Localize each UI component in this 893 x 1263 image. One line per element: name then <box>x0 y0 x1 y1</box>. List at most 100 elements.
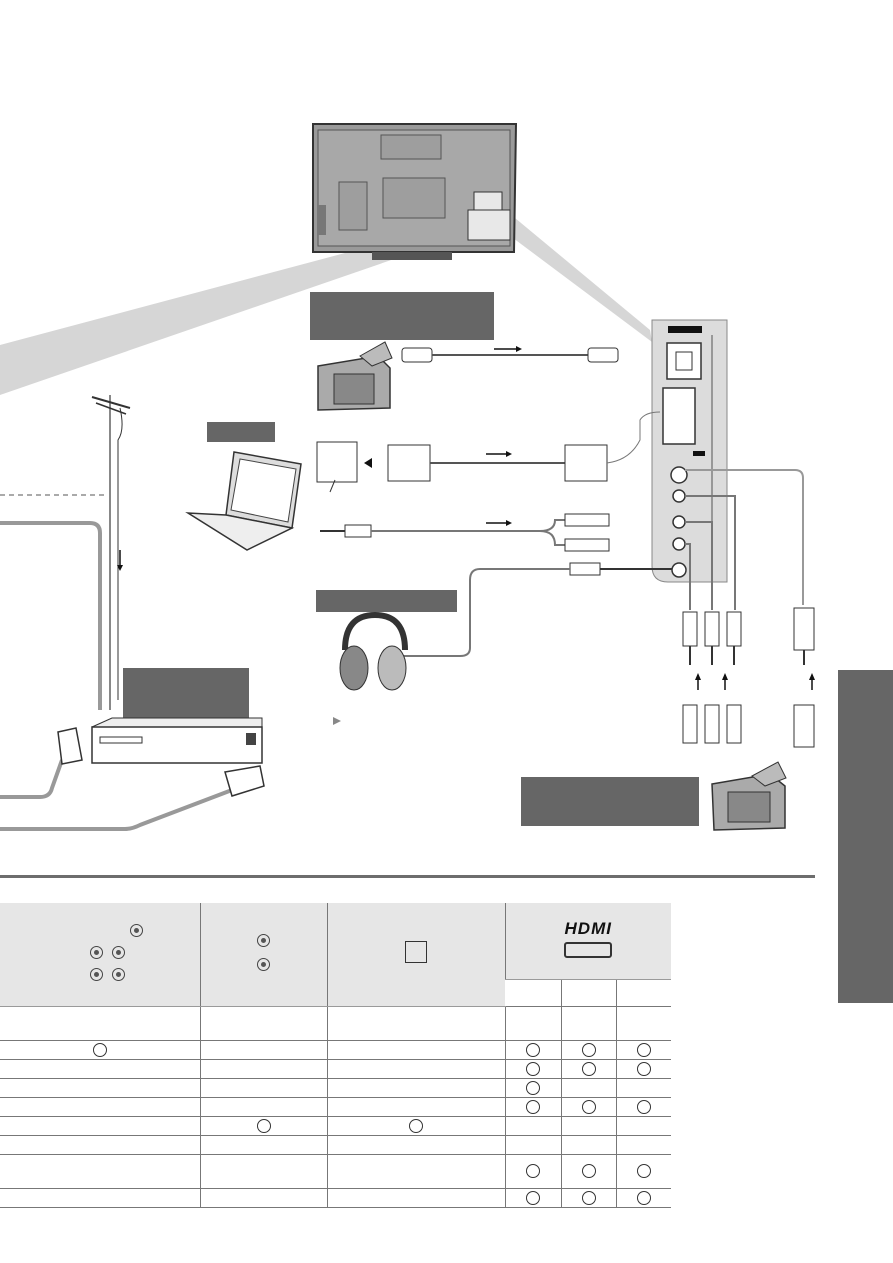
table-cell <box>504 1135 561 1155</box>
table-cell <box>326 1154 505 1189</box>
digital-audio-header <box>326 903 505 1007</box>
table-row <box>0 1188 672 1208</box>
table-cell <box>0 1097 200 1117</box>
table-cell <box>504 1078 561 1098</box>
camcorder-hdmi-icon <box>317 341 393 411</box>
section-side-tab <box>838 670 893 1003</box>
table-cell <box>504 1116 561 1136</box>
audio-cable-icon <box>320 513 610 552</box>
table-cell <box>0 1006 200 1041</box>
hdmi-port-icon <box>564 942 613 958</box>
composite-cables-icon <box>682 469 815 748</box>
hdmi-col-2 <box>560 979 616 1007</box>
jack-icon <box>90 945 103 959</box>
table-row <box>0 1059 672 1079</box>
table-cell <box>199 1135 327 1155</box>
tv-rear-panel-icon <box>312 123 518 260</box>
table-header-row: HDMI <box>0 903 672 1007</box>
table-cell <box>504 1097 561 1117</box>
table-cell <box>504 1006 561 1041</box>
circle-mark-icon <box>581 1042 596 1057</box>
headphones-icon <box>339 611 408 691</box>
hdmi-col-1 <box>505 979 561 1007</box>
pc-port <box>662 387 696 445</box>
camcorder-av-icon <box>711 761 787 831</box>
scart-cable-2 <box>0 788 233 831</box>
circle-mark-icon <box>526 1190 540 1205</box>
jack-icon <box>90 967 103 981</box>
section-divider <box>0 875 815 878</box>
table-cell <box>504 1040 561 1060</box>
vga-cable-icon <box>316 411 661 493</box>
table-subheader-row <box>0 979 672 1007</box>
table-cell <box>615 1188 672 1208</box>
table-cell <box>326 1097 505 1117</box>
circle-mark-icon <box>636 1099 651 1114</box>
circle-mark-icon <box>526 1164 540 1179</box>
circle-mark-icon <box>636 1061 651 1076</box>
table-cell <box>560 1097 616 1117</box>
label-box-headphones <box>316 590 457 612</box>
table-cell <box>504 1154 561 1189</box>
table-cell <box>199 1006 327 1041</box>
table-cell <box>199 1154 327 1189</box>
table-cell <box>560 1188 616 1208</box>
s-video-port <box>670 466 688 484</box>
table-cell <box>615 1116 672 1136</box>
label-box-pc <box>207 422 275 442</box>
table-cell <box>560 1135 616 1155</box>
hdmi-logo: HDMI <box>564 919 612 938</box>
zoom-beam-right <box>505 218 652 342</box>
circle-mark-icon <box>526 1042 540 1057</box>
circle-mark-icon <box>256 1118 271 1133</box>
circle-mark-icon <box>636 1164 651 1179</box>
jack-icon <box>112 967 125 981</box>
table-row <box>0 1006 672 1041</box>
table-row <box>0 1097 672 1117</box>
table-cell <box>199 1116 327 1136</box>
circle-mark-icon <box>636 1190 651 1205</box>
zoom-beam-left <box>0 225 455 395</box>
circle-mark-icon <box>581 1190 596 1205</box>
table-row <box>0 1116 672 1136</box>
table-cell <box>326 1116 505 1136</box>
table-cell <box>0 1135 200 1155</box>
circle-mark-icon <box>92 1042 107 1057</box>
table-cell <box>560 1059 616 1079</box>
table-cell <box>615 1097 672 1117</box>
table-cell <box>0 1078 200 1098</box>
optical-port-icon <box>405 941 427 963</box>
table-cell <box>326 1135 505 1155</box>
dvd-recorder-icon <box>91 717 263 764</box>
table-cell <box>0 1154 200 1189</box>
terminal-compatibility-table: HDMI <box>0 903 672 1208</box>
hdmi-header: HDMI <box>504 903 672 980</box>
circle-mark-icon <box>526 1061 540 1076</box>
audio-out-header <box>199 903 327 1007</box>
table-cell <box>199 1188 327 1208</box>
table-row <box>0 1078 672 1098</box>
table-row <box>0 1135 672 1155</box>
table-cell <box>326 1059 505 1079</box>
table-cell <box>0 1040 200 1060</box>
scart-plug-icon <box>57 727 265 797</box>
label-box-hdmi-equipment <box>310 292 494 340</box>
table-row <box>0 1040 672 1060</box>
jack-icon <box>112 945 125 959</box>
hdmi-cable-icon <box>401 346 619 363</box>
table-cell <box>199 1097 327 1117</box>
table-cell <box>615 1078 672 1098</box>
circle-mark-icon <box>526 1080 540 1095</box>
jack-icon <box>257 933 270 947</box>
table-cell <box>615 1059 672 1079</box>
table-cell <box>560 1078 616 1098</box>
table-cell <box>0 1116 200 1136</box>
side-av-panel <box>651 319 728 583</box>
circle-mark-icon <box>581 1099 596 1114</box>
table-cell <box>560 1154 616 1189</box>
table-cell <box>326 1006 505 1041</box>
rf-cable <box>0 521 102 710</box>
table-cell <box>199 1059 327 1079</box>
circle-mark-icon <box>581 1061 596 1076</box>
connection-diagram <box>0 123 815 831</box>
